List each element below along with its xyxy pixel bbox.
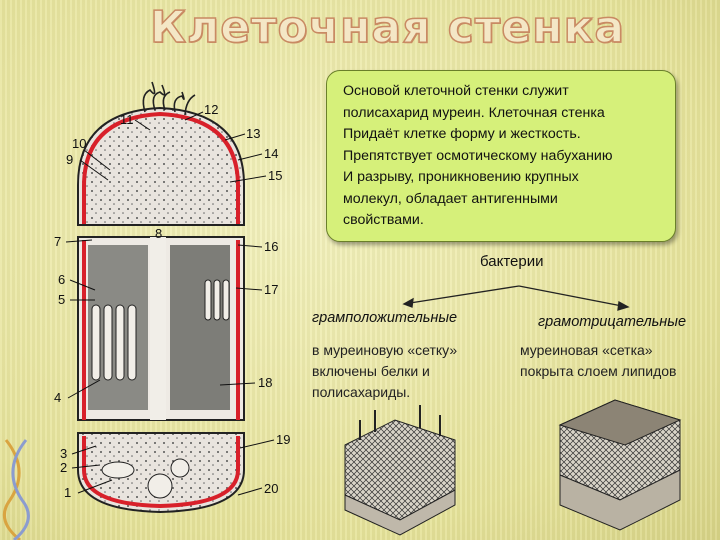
label-2: 2 (60, 460, 67, 475)
label-1: 1 (64, 485, 71, 500)
gram-positive-wall-illustration (344, 405, 456, 536)
cell-body (77, 106, 245, 514)
info-box: Основой клеточной стенки служит полисаха… (326, 70, 676, 242)
info-line: И разрыву, проникновению крупных (343, 169, 579, 185)
label-14: 14 (264, 146, 278, 161)
dna-decoration (2, 439, 30, 540)
label-15: 15 (268, 168, 282, 183)
label-6: 6 (58, 272, 65, 287)
branch-arrows (402, 285, 630, 311)
label-18: 18 (258, 375, 272, 390)
label-4: 4 (54, 390, 61, 405)
label-17: 17 (264, 282, 278, 297)
gram-negative-wall-illustration (558, 399, 682, 531)
gp-desc-line: включены белки и (312, 363, 430, 379)
label-16: 16 (264, 239, 278, 254)
gp-desc-line: в муреиновую «сетку» (312, 342, 458, 358)
gn-desc-line: муреиновая «сетка» (520, 342, 653, 358)
callout-lines (65, 111, 275, 496)
info-line: Придаёт клетке форму и жесткость. (343, 126, 581, 142)
gram-negative-label: грамотрицательные (538, 314, 687, 330)
label-9: 9 (66, 152, 73, 167)
info-line: Препятствует осмотическому набуханию (343, 147, 613, 164)
slide-title: Клеточная стенка (149, 1, 626, 54)
callout-numbers: 1 2 3 4 5 6 7 8 9 10 11 12 13 14 15 16 1… (54, 102, 290, 500)
info-line: полисахарид муреин. Клеточная стенка (343, 104, 605, 121)
label-8: 8 (155, 226, 162, 241)
gram-positive-description: в муреиновую «сетку» включены белки и по… (312, 340, 457, 403)
flagella (142, 81, 196, 116)
label-5: 5 (58, 292, 65, 307)
label-10: 10 (72, 136, 86, 151)
label-3: 3 (60, 446, 67, 461)
label-12: 12 (204, 102, 218, 117)
info-line: молекул, обладает антигенными (343, 190, 558, 207)
label-7: 7 (54, 234, 61, 249)
gram-positive-label: грамположительные (312, 310, 458, 326)
label-13: 13 (246, 126, 260, 141)
label-19: 19 (276, 432, 290, 447)
label-11: 11 (120, 112, 134, 127)
info-line: Основой клеточной стенки служит (343, 83, 569, 99)
info-line: свойствами. (343, 212, 424, 228)
gn-desc-line: покрыта слоем липидов (520, 363, 677, 379)
label-20: 20 (264, 481, 278, 496)
gram-negative-description: муреиновая «сетка» покрыта слоем липидов (520, 340, 676, 382)
gp-desc-line: полисахариды. (312, 384, 411, 400)
bacteria-label: бактерии (480, 253, 544, 270)
